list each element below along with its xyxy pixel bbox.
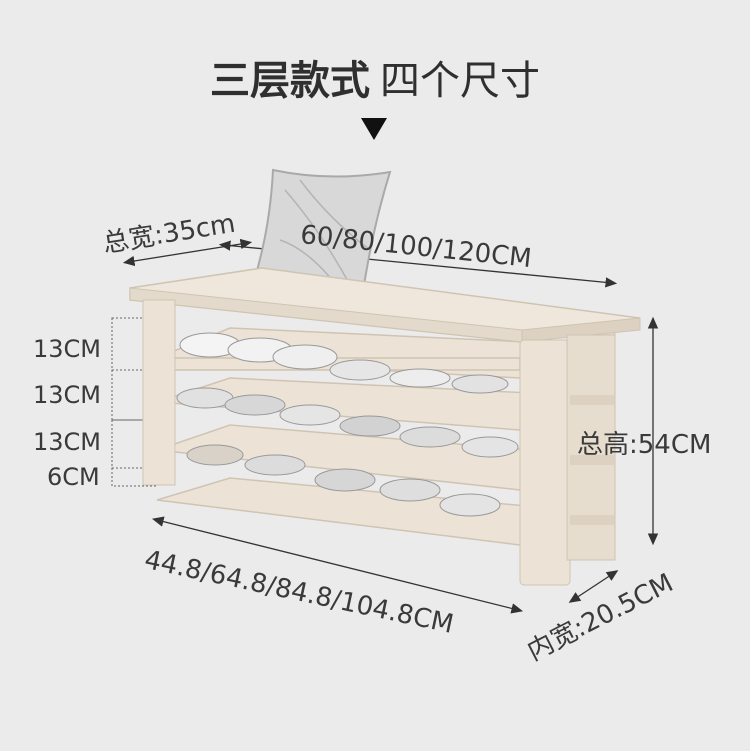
tier-height-1: 13CM (33, 335, 102, 363)
title-light: 四个尺寸 (380, 58, 540, 104)
front-leg-left (142, 299, 176, 486)
inner-length-dimension-line (151, 516, 524, 614)
shoes-middle-row (176, 387, 519, 458)
tier-height-3: 13CM (33, 428, 102, 456)
total-height-label: 总高:54CM (577, 430, 712, 460)
front-leg-right (519, 339, 571, 586)
page-title: 三层款式四个尺寸 (0, 48, 750, 106)
shoes-bottom-row (186, 444, 501, 517)
down-arrow-icon (361, 118, 387, 140)
shoes-top-row (179, 332, 509, 394)
tier-height-4: 6CM (47, 463, 100, 491)
title-bold: 三层款式 (210, 58, 370, 104)
tier-height-2: 13CM (33, 381, 102, 409)
inner-depth-dimension-line (568, 570, 619, 603)
